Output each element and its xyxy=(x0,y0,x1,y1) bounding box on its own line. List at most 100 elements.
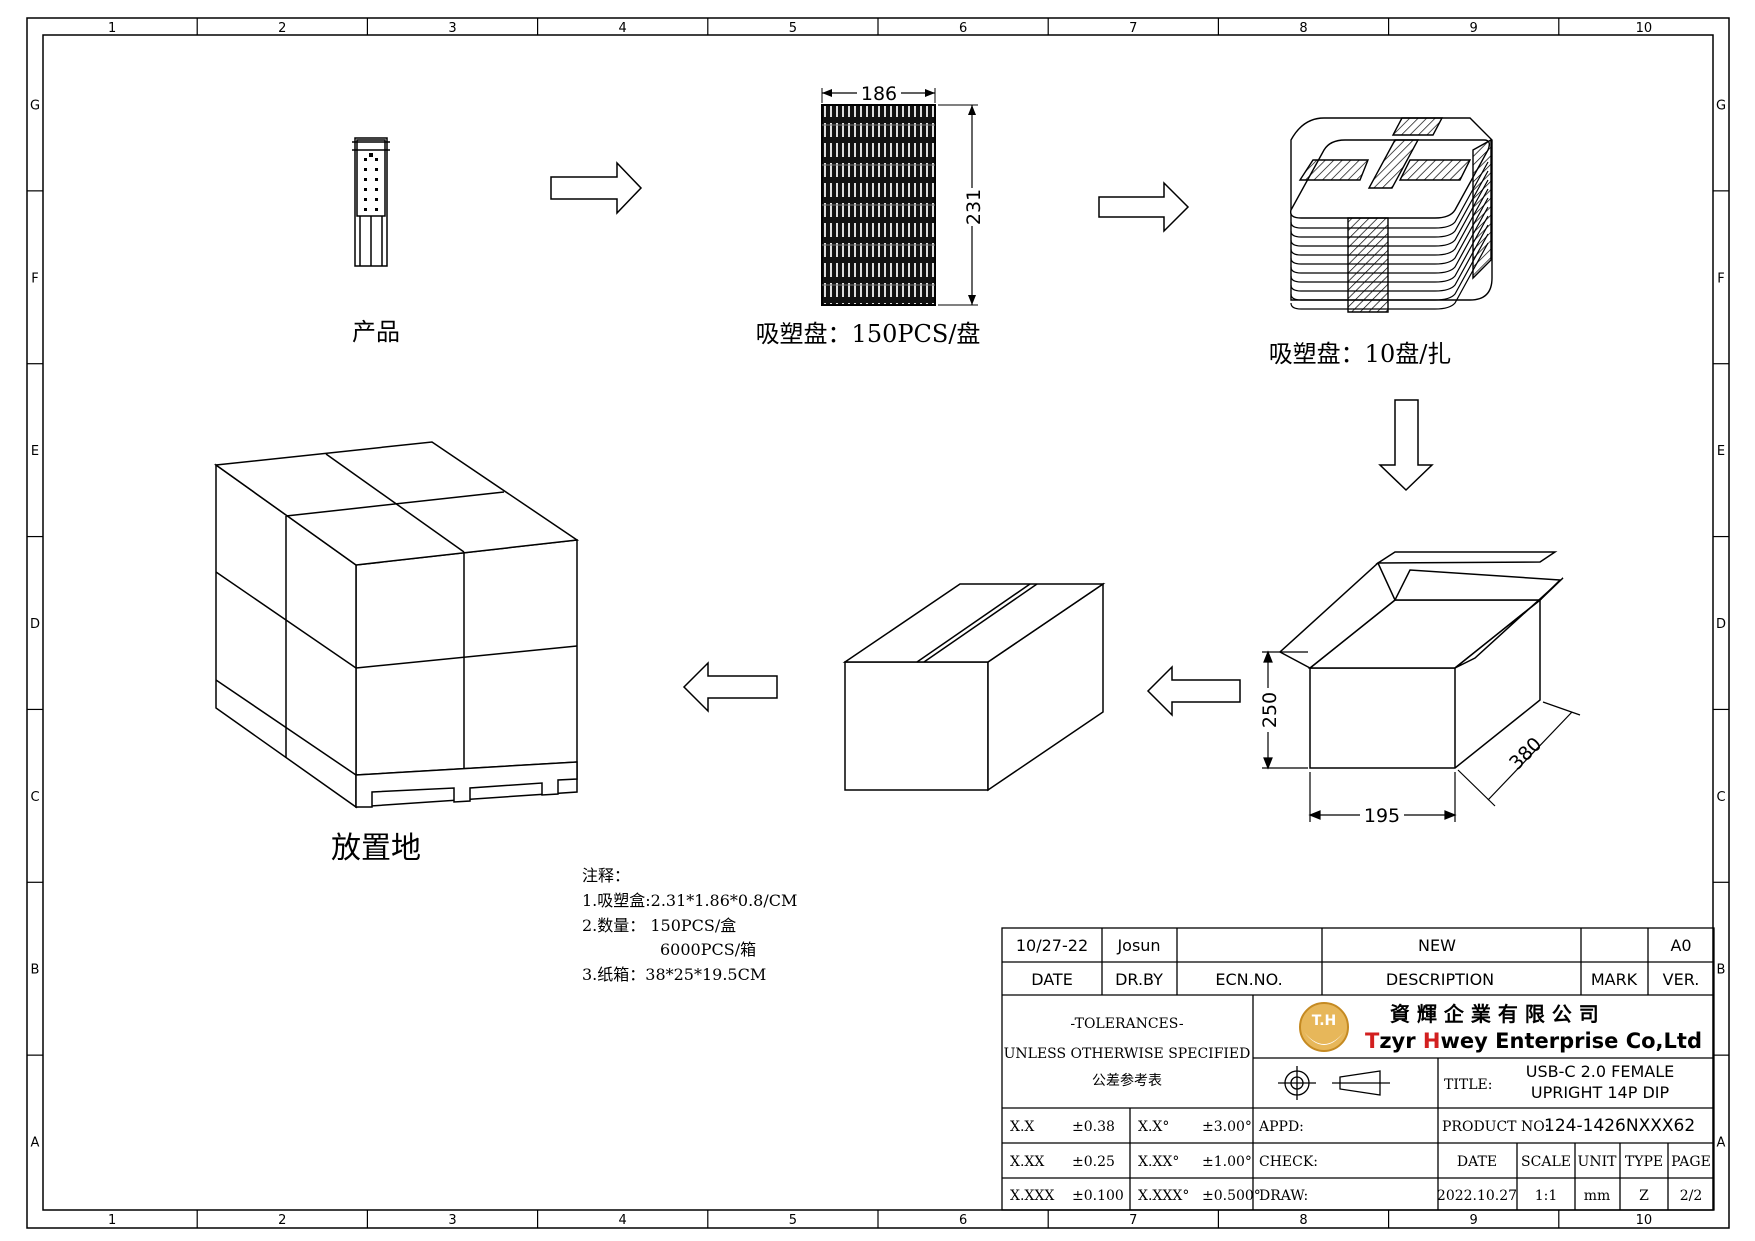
zone-row-label: E xyxy=(31,444,39,459)
zone-col-label: 9 xyxy=(1470,21,1478,36)
appd-label: APPD: xyxy=(1258,1119,1304,1135)
carton-width-dimension: 195 xyxy=(1364,805,1400,827)
tol-a3: X.XXX xyxy=(1010,1188,1054,1204)
tray-layer-outline xyxy=(1290,206,1489,274)
zone-col-label: 8 xyxy=(1299,21,1307,36)
tray-bundle-drawing xyxy=(1290,117,1493,313)
rev-description: NEW xyxy=(1418,936,1456,955)
col-type: TYPE xyxy=(1625,1154,1663,1170)
header-ver: VER. xyxy=(1663,970,1700,989)
zone-col-label: 3 xyxy=(448,1213,456,1228)
pallet-label: 放置地 xyxy=(331,831,421,866)
title-label: TITLE: xyxy=(1444,1077,1492,1093)
col-page: PAGE xyxy=(1671,1154,1711,1170)
tol-c2: X.XX° xyxy=(1138,1154,1179,1170)
title-line-2: UPRIGHT 14P DIP xyxy=(1531,1083,1670,1102)
notes-line-2: 2.数量： 150PCS/盒 xyxy=(582,916,736,935)
tol-d1: ±3.00° xyxy=(1202,1119,1252,1135)
val-page: 2/2 xyxy=(1680,1188,1703,1204)
zone-row-label: D xyxy=(1716,617,1726,632)
zone-row-label: E xyxy=(1717,444,1725,459)
zone-col-label: 2 xyxy=(278,1213,286,1228)
tray-layer-outline xyxy=(1290,188,1489,256)
zone-col-label: 7 xyxy=(1129,21,1137,36)
tray-layer-outline xyxy=(1290,233,1489,301)
rev-date: 10/27-22 xyxy=(1016,936,1088,955)
header-ecn: ECN.NO. xyxy=(1215,970,1282,989)
tray-layer-outline xyxy=(1290,197,1489,265)
tray-layer-outline xyxy=(1290,224,1489,292)
header-drby: DR.BY xyxy=(1115,970,1163,989)
notes-line-3: 3.纸箱：38*25*19.5CM xyxy=(582,965,766,984)
product-drawing xyxy=(352,137,390,267)
rev-version: A0 xyxy=(1670,936,1691,955)
tol-d3: ±0.500° xyxy=(1202,1188,1261,1204)
company-name-chinese: 資 輝 企 業 有 限 公 司 xyxy=(1390,1002,1599,1026)
company-name-part-2: wey Enterprise Co,Ltd xyxy=(1441,1029,1703,1053)
notes-line-1: 1.吸塑盒:2.31*1.86*0.8/CM xyxy=(582,891,797,910)
zone-row-label: C xyxy=(30,790,39,805)
zone-row-label: G xyxy=(30,98,40,113)
zone-col-label: 1 xyxy=(108,21,116,36)
tray-height-dimension: 231 xyxy=(963,189,985,225)
pallet-drawing xyxy=(213,441,580,809)
col-scale: SCALE xyxy=(1521,1154,1571,1170)
zone-col-label: 3 xyxy=(448,21,456,36)
zone-row-label: D xyxy=(30,617,40,632)
tol-a1: X.X xyxy=(1010,1119,1034,1135)
notes-line-2b: 6000PCS/箱 xyxy=(660,940,756,959)
col-unit: UNIT xyxy=(1578,1154,1618,1170)
zone-col-label: 5 xyxy=(789,21,797,36)
tol-d2: ±1.00° xyxy=(1202,1154,1252,1170)
zone-col-label: 4 xyxy=(619,1213,627,1228)
tol-a2: X.XX xyxy=(1010,1154,1044,1170)
arrow-left-icon xyxy=(1146,665,1241,717)
notes-title: 注释： xyxy=(582,866,630,885)
val-date: 2022.10.27 xyxy=(1437,1188,1517,1204)
zone-col-label: 4 xyxy=(619,21,627,36)
zone-col-label: 9 xyxy=(1470,1213,1478,1228)
zone-col-label: 8 xyxy=(1299,1213,1307,1228)
tol-b1: ±0.38 xyxy=(1072,1119,1115,1135)
carton-depth-dimension: 380 xyxy=(1505,733,1546,774)
tray-layer-outline xyxy=(1290,170,1489,238)
arrow-down-icon xyxy=(1378,399,1434,492)
zone-col-label: 2 xyxy=(278,21,286,36)
zone-col-label: 5 xyxy=(789,1213,797,1228)
notes-block: 注释： 1.吸塑盒:2.31*1.86*0.8/CM 2.数量： 150PCS/… xyxy=(582,866,797,984)
col-date: DATE xyxy=(1457,1154,1497,1170)
company-initial-h: H xyxy=(1423,1029,1441,1053)
company-initial-t: T xyxy=(1365,1029,1380,1053)
tolerance-subtitle: UNLESS OTHERWISE SPECIFIED xyxy=(1004,1046,1251,1062)
carton-height-dimension: 250 xyxy=(1259,692,1281,728)
tolerance-table: X.X ±0.38 X.X° ±3.00° X.XX ±0.25 X.XX° ±… xyxy=(1010,1119,1261,1204)
rev-drawn-by: Josun xyxy=(1116,936,1160,955)
zone-col-label: 10 xyxy=(1636,1213,1653,1228)
tray-layer-outline xyxy=(1290,215,1489,283)
company-name-english: Tzyr Hwey Enterprise Co,Ltd xyxy=(1365,1029,1702,1053)
bundle-label: 吸塑盘：10盘/扎 xyxy=(1269,340,1452,368)
zone-row-label: F xyxy=(31,271,38,286)
product-no-label: PRODUCT NO: xyxy=(1442,1119,1549,1135)
tray-layer-outline xyxy=(1290,179,1489,247)
header-description: DESCRIPTION xyxy=(1386,970,1494,989)
product-label: 产品 xyxy=(352,318,400,346)
zone-col-label: 7 xyxy=(1129,1213,1137,1228)
tolerance-chinese: 公差参考表 xyxy=(1092,1072,1162,1089)
tray-layer-outline xyxy=(1290,242,1489,310)
zone-row-label: A xyxy=(31,1136,40,1151)
zone-row-label: A xyxy=(1717,1136,1726,1151)
open-carton-drawing xyxy=(1278,551,1564,769)
title-block xyxy=(1001,927,1715,1211)
title-line-1: USB-C 2.0 FEMALE xyxy=(1526,1062,1675,1081)
zone-col-label: 10 xyxy=(1636,21,1653,36)
tolerance-title: -TOLERANCES- xyxy=(1070,1016,1184,1032)
arrow-right-icon xyxy=(550,161,643,215)
check-label: CHECK: xyxy=(1259,1154,1318,1170)
company-logo: T.H xyxy=(1299,1002,1349,1052)
tol-b3: ±0.100 xyxy=(1072,1188,1124,1204)
header-mark: MARK xyxy=(1591,970,1638,989)
zone-row-label: G xyxy=(1716,98,1726,113)
zone-row-label: B xyxy=(1717,963,1726,978)
